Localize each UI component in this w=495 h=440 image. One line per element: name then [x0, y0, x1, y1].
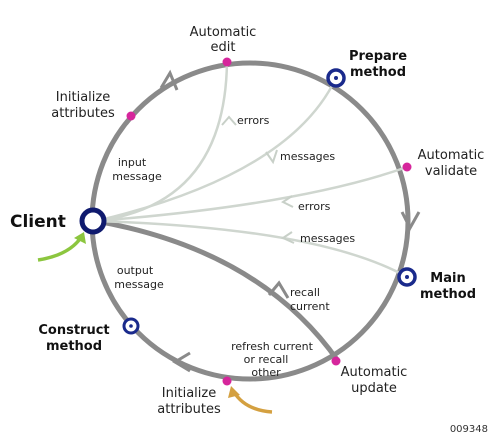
dot-init-bottom: [222, 376, 232, 386]
errors-label-1: errors: [237, 114, 270, 127]
main-label-2: method: [420, 287, 476, 302]
recall-current-label-2: current: [290, 300, 330, 313]
cycle-chevron-right: [400, 211, 421, 232]
init-bottom-label-1: Initialize: [162, 386, 216, 401]
main-label-1: Main: [430, 271, 465, 286]
errors-label-2: errors: [298, 200, 331, 213]
node-client: [79, 207, 107, 235]
recall-current-chevron: [267, 280, 290, 299]
errors-flow-1-arrow: [221, 115, 237, 126]
messages-label-2: messages: [300, 232, 355, 245]
cycle-chevron-bottom: [172, 351, 191, 373]
dot-auto-edit: [222, 57, 232, 67]
figure-id: 009348: [450, 424, 488, 435]
dot-init-top: [126, 111, 136, 121]
messages-flow-1-arrow: [265, 149, 278, 165]
auto-edit-label-1: Automatic: [190, 25, 257, 40]
output-message-label-1: output: [117, 264, 154, 277]
prepare-label-1: Prepare: [349, 49, 407, 64]
errors-flow-2: [95, 165, 408, 223]
client-label: Client: [10, 212, 66, 232]
input-message-label-2: message: [112, 170, 162, 183]
auto-validate-label-2: validate: [425, 164, 477, 179]
messages-label-1: messages: [280, 150, 335, 163]
construct-label-1: Construct: [38, 323, 109, 338]
dot-auto-update: [331, 356, 341, 366]
cycle-chevron-top-left: [159, 69, 179, 91]
messages-flow-2-arrow: [280, 231, 295, 244]
cycle-ring: [89, 60, 411, 382]
recall-current-label-1: recall: [290, 286, 320, 299]
prepare-label-2: method: [350, 65, 406, 80]
recall-current-flow: [95, 218, 341, 363]
errors-flow-1: [95, 61, 229, 223]
green-arrow-icon: [37, 235, 84, 262]
init-top-label-2: attributes: [51, 106, 115, 121]
refresh-label-2: or recall: [244, 353, 289, 366]
auto-update-label-2: update: [351, 381, 397, 396]
auto-edit-label-2: edit: [211, 40, 236, 55]
init-top-label-1: Initialize: [56, 90, 110, 105]
refresh-label-1: refresh current: [231, 340, 314, 353]
messages-flow-1: [95, 77, 338, 223]
construct-label-2: method: [46, 339, 102, 354]
auto-validate-label-1: Automatic: [418, 148, 485, 163]
refresh-label-3: other: [251, 366, 281, 379]
auto-update-label-1: Automatic: [341, 365, 408, 380]
init-bottom-label-2: attributes: [157, 402, 221, 417]
errors-flow-2-arrow: [281, 195, 294, 208]
input-message-label-1: input: [118, 156, 147, 169]
output-message-label-2: message: [114, 278, 164, 291]
dot-auto-validate: [402, 162, 412, 172]
